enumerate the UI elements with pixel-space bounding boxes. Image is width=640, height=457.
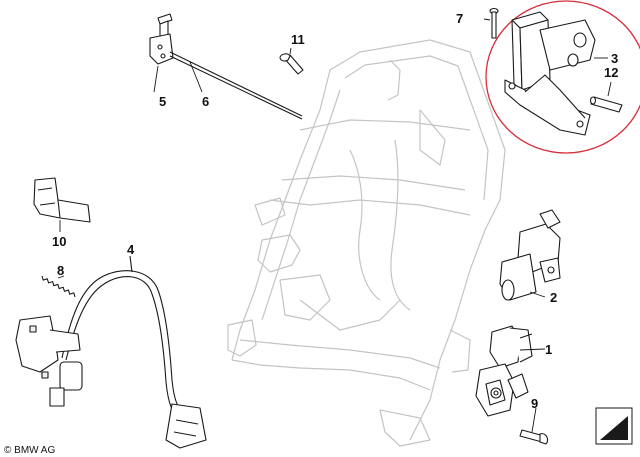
pin-part-12[interactable] xyxy=(589,96,623,113)
highlight-ellipse xyxy=(485,0,640,154)
cable-part-4[interactable] xyxy=(15,255,207,449)
callout-2: 2 xyxy=(550,290,558,305)
bolt-part-9[interactable] xyxy=(519,429,549,445)
motor-part-2[interactable] xyxy=(499,209,561,301)
seat-frame xyxy=(227,39,506,447)
bracket-part-3[interactable] xyxy=(504,11,596,136)
callout-10: 10 xyxy=(52,234,67,249)
callout-11: 11 xyxy=(291,32,305,47)
copyright-text: © BMW AG xyxy=(4,445,56,456)
callout-9: 9 xyxy=(531,396,539,411)
callout-1: 1 xyxy=(545,342,553,357)
leader-lines xyxy=(57,18,612,433)
bolt-part-11[interactable] xyxy=(279,53,304,75)
rod-part-6[interactable] xyxy=(169,51,303,117)
callout-5: 5 xyxy=(159,94,167,109)
callout-6: 6 xyxy=(202,94,210,109)
callout-4: 4 xyxy=(127,242,135,257)
clip-part-10[interactable] xyxy=(33,177,91,223)
callout-8: 8 xyxy=(57,263,65,278)
bolt-part-7[interactable] xyxy=(489,7,499,39)
spring-part-8[interactable] xyxy=(41,275,77,298)
callout-12: 12 xyxy=(604,65,619,80)
handle-part-5[interactable] xyxy=(149,13,174,65)
gear-motor-part-1[interactable] xyxy=(475,325,533,417)
watermark-box xyxy=(595,407,633,445)
callout-7: 7 xyxy=(456,11,464,26)
callout-3: 3 xyxy=(611,51,619,66)
